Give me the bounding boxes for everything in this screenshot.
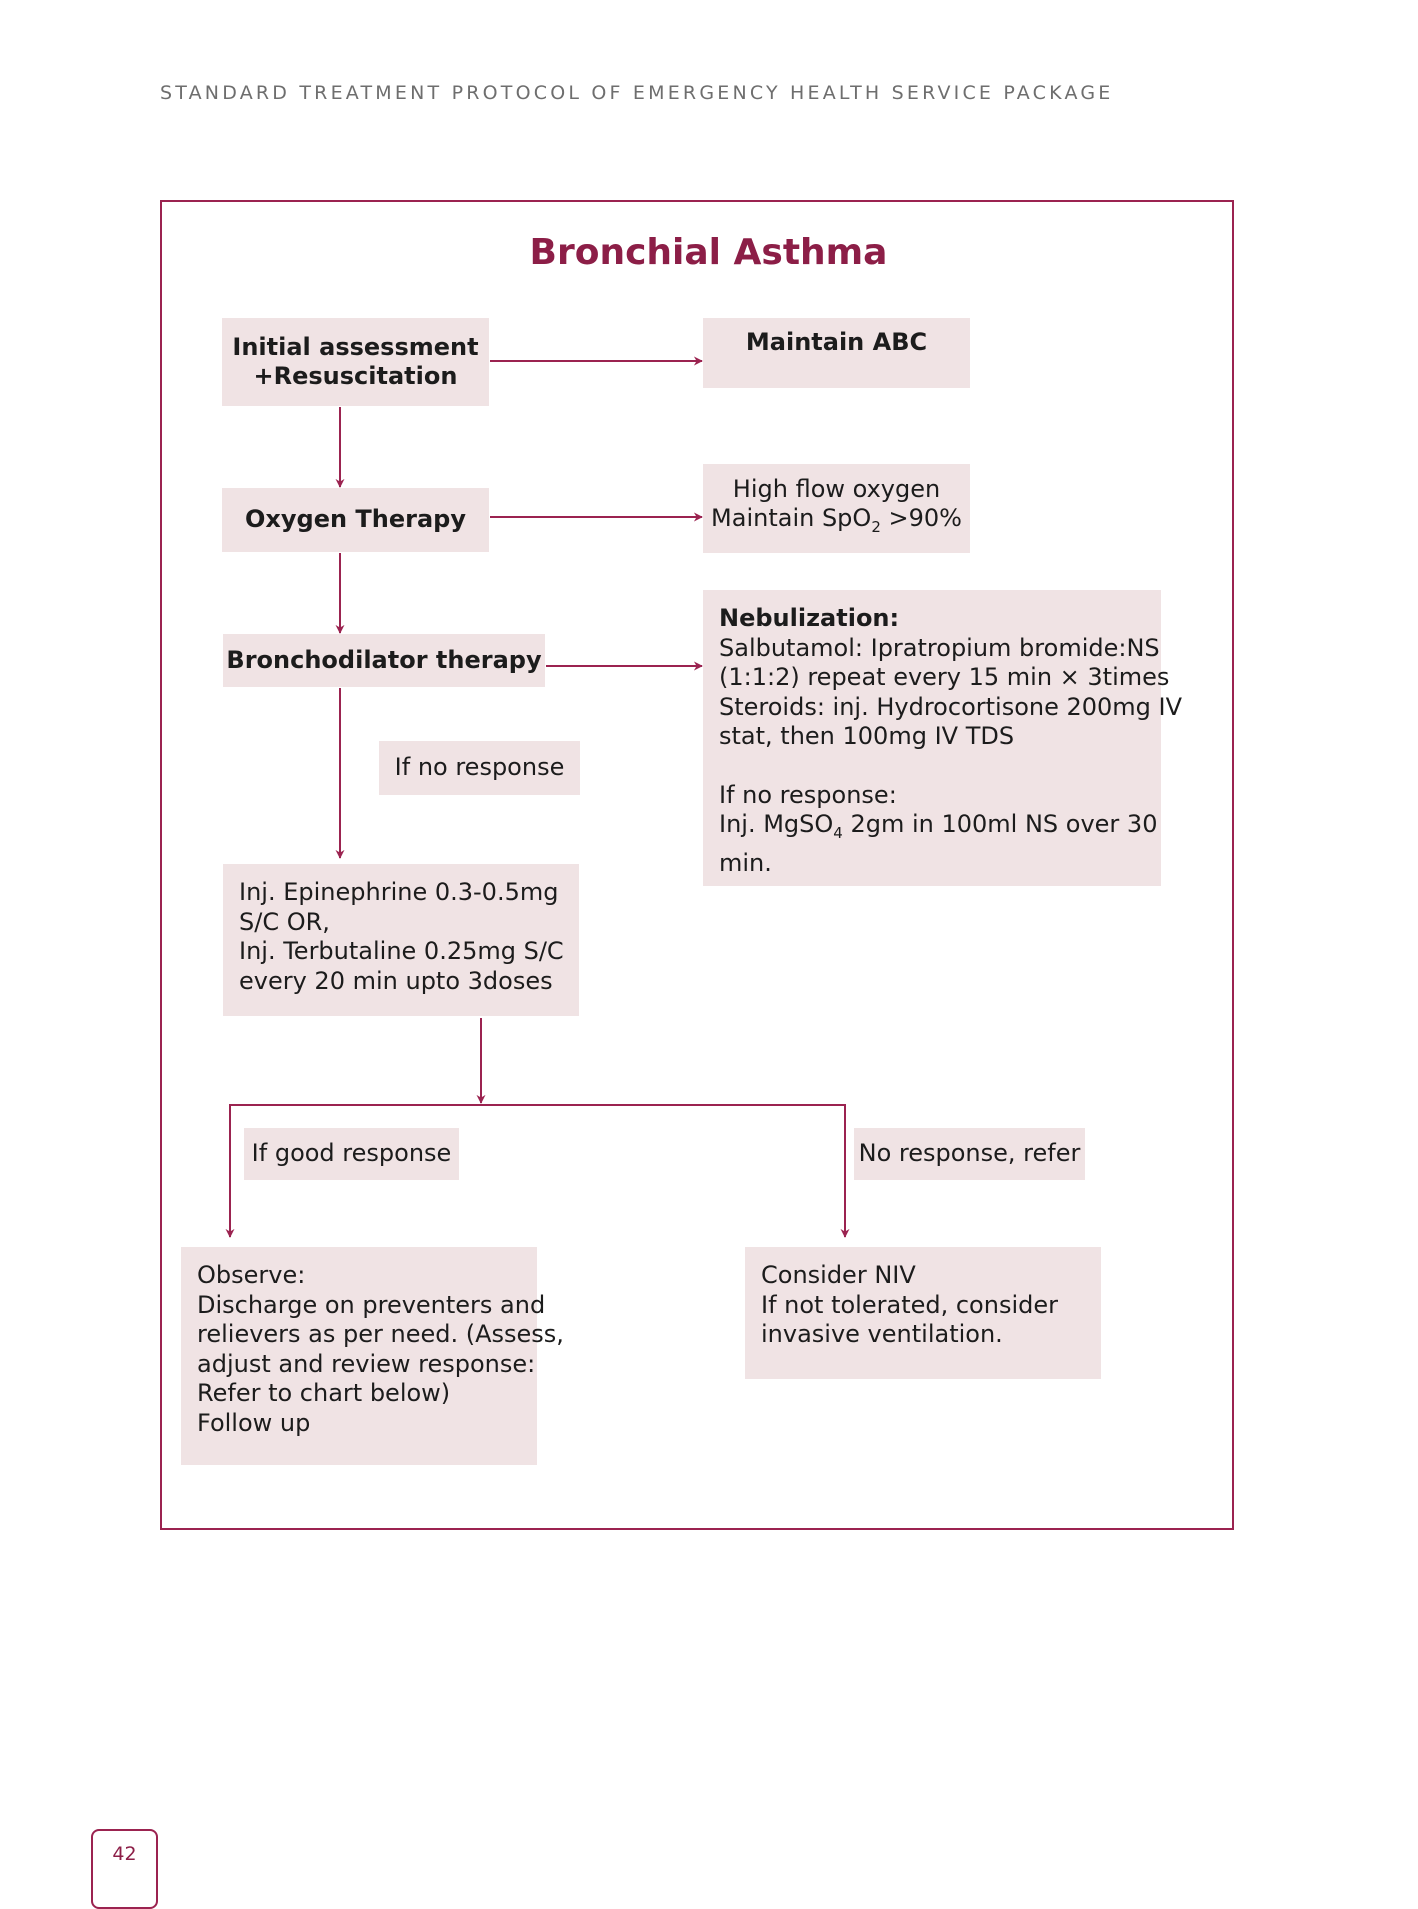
page-number: 42 — [91, 1829, 158, 1909]
nebulization-line-4: stat, then 100mg IV TDS — [719, 722, 1015, 750]
spo2-subscript: 2 — [871, 518, 881, 536]
epinephrine-box: Inj. Epinephrine 0.3-0.5mg S/C OR, Inj. … — [223, 864, 579, 1016]
niv-line-2: If not tolerated, consider — [761, 1290, 1058, 1319]
resuscitation-line: +Resuscitation — [253, 362, 458, 390]
mgso4-subscript: 4 — [833, 824, 843, 842]
observe-line-4: adjust and review response: — [197, 1349, 536, 1378]
nebulization-heading: Nebulization: — [719, 604, 900, 632]
nebulization-no-response: If no response: — [719, 780, 897, 809]
nebulization-spacer — [719, 752, 1145, 781]
initial-assessment-line: Initial assessment — [232, 332, 479, 361]
observe-line-3: relievers as per need. (Assess, — [197, 1320, 564, 1348]
good-response-box: If good response — [244, 1128, 459, 1180]
niv-line-1: Consider NIV — [761, 1261, 916, 1289]
epinephrine-line-3: Inj. Terbutaline 0.25mg S/C — [239, 937, 564, 965]
observe-line-1: Observe: — [197, 1261, 306, 1289]
high-flow-oxygen-line: High flow oxygen — [732, 474, 941, 503]
nebulization-box: Nebulization: Salbutamol: Ipratropium br… — [703, 590, 1183, 886]
spo2-threshold: >90% — [880, 504, 962, 532]
maintain-abc-box: Maintain ABC — [703, 318, 970, 388]
no-response-refer-box: No response, refer — [854, 1128, 1085, 1180]
epinephrine-line-4: every 20 min upto 3doses — [239, 966, 553, 995]
mgso4-dose: 2gm in 100ml NS over 30 — [842, 810, 1158, 838]
mgso4-text: Inj. MgSO — [719, 810, 834, 838]
maintain-abc-label: Maintain ABC — [745, 328, 928, 356]
maintain-spo2-text: Maintain SpO — [711, 504, 872, 532]
running-header: STANDARD TREATMENT PROTOCOL OF EMERGENCY… — [160, 82, 1114, 104]
niv-line-3: invasive ventilation. — [761, 1320, 1003, 1348]
observe-line-2: Discharge on preventers and — [197, 1290, 546, 1319]
observe-box: Observe: Discharge on preventers and rel… — [181, 1247, 564, 1465]
no-response-refer-label: No response, refer — [858, 1139, 1081, 1168]
high-flow-oxygen-box: High flow oxygen Maintain SpO2 >90% — [703, 464, 970, 553]
epinephrine-line-2: S/C OR, — [239, 907, 330, 936]
epinephrine-line-1: Inj. Epinephrine 0.3-0.5mg — [239, 878, 559, 906]
if-no-response-box: If no response — [379, 741, 580, 795]
flowchart-frame — [160, 200, 1234, 1530]
good-response-label: If good response — [251, 1139, 452, 1168]
mgso4-line: Inj. MgSO4 2gm in 100ml NS over 30 — [719, 810, 1157, 849]
initial-assessment-box: Initial assessment +Resuscitation — [222, 318, 489, 406]
flowchart-title: Bronchial Asthma — [529, 232, 888, 273]
nebulization-line-3: Steroids: inj. Hydrocortisone 200mg IV — [719, 692, 1183, 721]
mgso4-line-end: min. — [719, 848, 772, 877]
bronchodilator-therapy-label: Bronchodilator therapy — [226, 645, 542, 674]
maintain-spo2-line: Maintain SpO2 >90% — [711, 504, 962, 543]
oxygen-therapy-label: Oxygen Therapy — [244, 505, 466, 534]
nebulization-line-1: Salbutamol: Ipratropium bromide:NS — [719, 633, 1160, 662]
if-no-response-label: If no response — [394, 753, 565, 782]
nebulization-line-2: (1:1:2) repeat every 15 min × 3times — [719, 663, 1170, 691]
observe-line-6: Follow up — [197, 1408, 311, 1437]
niv-box: Consider NIV If not tolerated, consider … — [745, 1247, 1101, 1379]
bronchodilator-therapy-box: Bronchodilator therapy — [223, 634, 545, 687]
observe-line-5: Refer to chart below) — [197, 1379, 451, 1407]
oxygen-therapy-box: Oxygen Therapy — [222, 488, 489, 552]
